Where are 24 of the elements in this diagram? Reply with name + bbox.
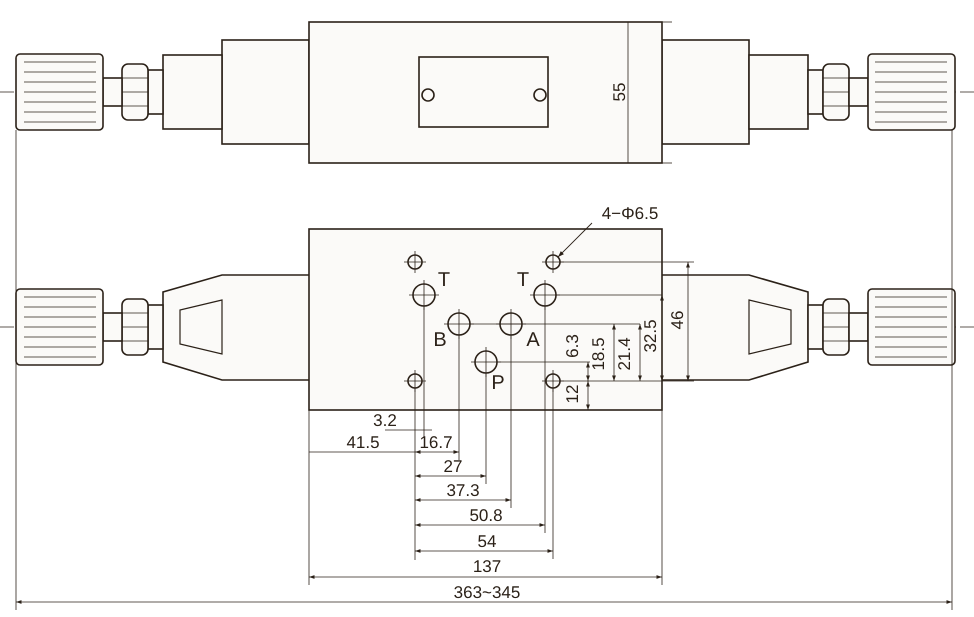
dimension-value: 55 bbox=[611, 82, 629, 102]
dimension-value: 46 bbox=[669, 310, 687, 330]
dimension-value: 27 bbox=[444, 458, 462, 476]
dimension-value: 137 bbox=[472, 558, 502, 576]
dimension-value: 12 bbox=[564, 384, 582, 404]
dimension-value: 18.5 bbox=[590, 337, 608, 371]
port-label: T bbox=[438, 271, 450, 289]
dimension-value: 37.3 bbox=[446, 482, 480, 500]
dimension-value: 6.3 bbox=[564, 334, 582, 358]
leader-line bbox=[558, 222, 592, 258]
dimension-value: 363~345 bbox=[454, 584, 520, 602]
dimension-value: 32.5 bbox=[642, 319, 660, 353]
mounting-hole bbox=[545, 254, 561, 270]
dimension-value: 21.4 bbox=[616, 337, 634, 371]
dimension-value: 41.5 bbox=[346, 434, 380, 452]
dimension-value: 50.8 bbox=[469, 507, 503, 525]
callout-text: 4−Φ6.5 bbox=[602, 205, 658, 223]
port-label: T bbox=[516, 271, 530, 289]
port-label: A bbox=[526, 331, 540, 349]
dimension-value: 16.7 bbox=[419, 434, 453, 452]
dimension-value: 54 bbox=[478, 533, 496, 551]
port-label: B bbox=[433, 331, 447, 349]
port-label: P bbox=[491, 374, 505, 392]
dimension-value: 3.2 bbox=[373, 412, 397, 430]
